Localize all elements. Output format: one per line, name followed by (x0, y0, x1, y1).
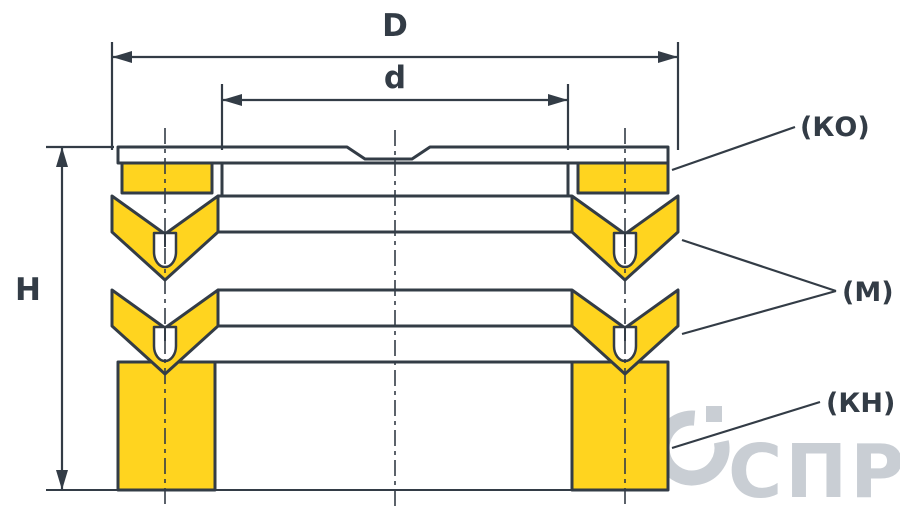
top-ring-plate (116, 145, 670, 165)
watermark: СПР (654, 406, 900, 515)
dimension-label-D: D (382, 8, 408, 44)
chevron-seal-row-1 (110, 194, 680, 282)
dimension-D: D (110, 8, 680, 150)
bottom-ring-right-section (570, 360, 670, 492)
bottom-ring-left-section (116, 360, 217, 492)
centerlines (164, 128, 626, 508)
arrowhead-right (658, 51, 678, 63)
arrowhead-bottom (56, 470, 68, 490)
arrowhead-right (548, 94, 568, 106)
top-ring (116, 145, 670, 196)
dimension-d: d (220, 60, 570, 150)
top-ring-left-section (120, 161, 214, 195)
bottom-ring (116, 360, 670, 492)
arrowhead-top (56, 147, 68, 167)
label-chevron-seal: (М) (842, 277, 894, 308)
leader-line-m-upper (681, 238, 837, 293)
label-bottom-ring: (КН) (826, 388, 895, 419)
arrowhead-left (222, 94, 242, 106)
leader-line-ko (671, 125, 796, 172)
label-top-ring: (КО) (800, 112, 870, 143)
dimension-H: H (15, 145, 114, 490)
leader-line-m-lower (681, 289, 837, 336)
top-ring-right-section (576, 161, 670, 195)
leader-line-kn (671, 400, 821, 450)
watermark-text: СПР (728, 429, 900, 515)
callouts: (КО) (М) (КН) (671, 112, 895, 450)
dimension-label-H: H (15, 272, 41, 308)
dimension-label-d: d (384, 60, 406, 96)
arrowhead-left (112, 51, 132, 63)
watermark-logo-square (706, 406, 722, 422)
